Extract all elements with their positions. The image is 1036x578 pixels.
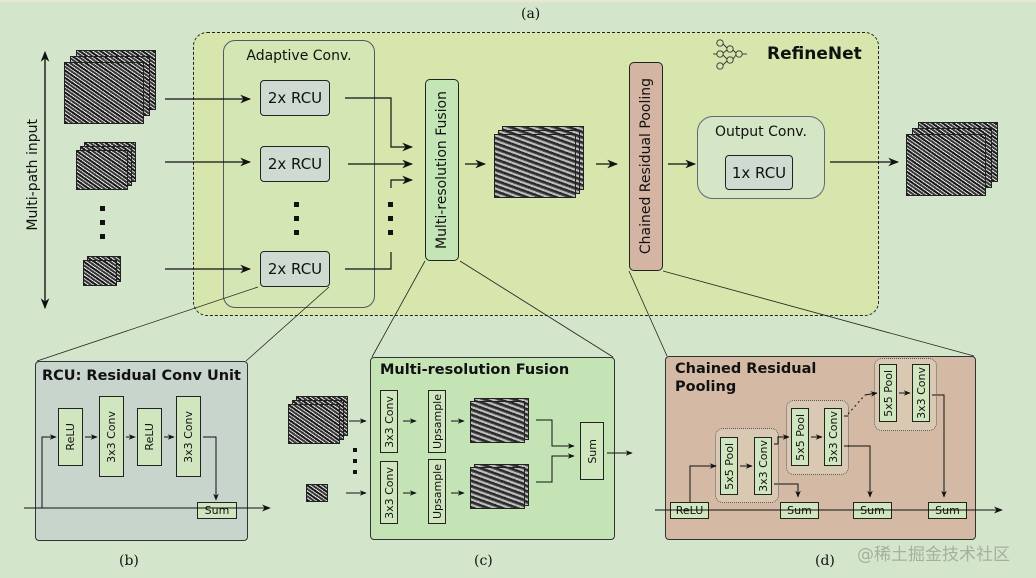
crp-pool-1: 5x5 Pool xyxy=(720,437,738,495)
refinenet-title: RefineNet xyxy=(767,44,862,64)
fusion-panel-title: Multi-resolution Fusion xyxy=(380,362,570,378)
crp-conv-3: 3x3 Conv xyxy=(912,364,930,422)
rcu-sum: Sum xyxy=(197,502,237,519)
watermark: @稀土掘金技术社区 xyxy=(857,545,1010,565)
fusion-panel-ellipsis xyxy=(353,448,357,474)
rcu-block-2: 2x RCU xyxy=(260,146,330,182)
crp-conv-2: 3x3 Conv xyxy=(824,408,842,466)
input-image-3 xyxy=(83,256,123,288)
rcu-block-1: 2x RCU xyxy=(260,80,330,116)
adaptive-conv-title: Adaptive Conv. xyxy=(246,48,352,64)
output-image xyxy=(906,122,1000,198)
adaptive-ellipsis xyxy=(294,202,299,235)
fusion-input-image-1 xyxy=(288,396,350,446)
crp-pool-3: 5x5 Pool xyxy=(879,364,897,422)
fusion-sum: Sum xyxy=(580,422,604,480)
output-conv-title: Output Conv. xyxy=(715,124,807,140)
fusion-upsample-2: Upsample xyxy=(428,459,446,524)
crp-conv-1: 3x3 Conv xyxy=(754,437,772,495)
caption-d: (d) xyxy=(815,553,835,569)
input-image-2 xyxy=(76,142,138,192)
rcu-block-output: 1x RCU xyxy=(725,155,793,190)
rcu-conv-2: 3x3 Conv xyxy=(176,396,201,477)
rcu-block-3: 2x RCU xyxy=(260,251,330,287)
fused-image xyxy=(494,126,586,198)
caption-a: (a) xyxy=(521,6,541,22)
rcu-relu-2: ReLU xyxy=(137,408,162,466)
fusion-upsample-1: Upsample xyxy=(428,390,446,453)
caption-c: (c) xyxy=(474,553,493,569)
fusion-upsampled-image-2 xyxy=(470,464,530,510)
fusion-upsampled-image-1 xyxy=(470,398,530,444)
rcu-panel-title: RCU: Residual Conv Unit xyxy=(42,368,241,384)
fusion-input-ellipsis xyxy=(388,202,393,235)
neural-network-icon xyxy=(713,39,747,70)
input-image-1 xyxy=(64,50,158,126)
fusion-conv-1: 3x3 Conv xyxy=(380,390,398,453)
multi-resolution-fusion-block: Multi-resolution Fusion xyxy=(425,79,459,261)
top-border xyxy=(0,0,1036,2)
crp-panel-title: Chained Residual Pooling xyxy=(675,361,817,395)
fusion-input-image-2 xyxy=(306,484,328,502)
chained-residual-pooling-block: Chained Residual Pooling xyxy=(629,62,663,271)
crp-pool-2: 5x5 Pool xyxy=(791,408,809,466)
input-ellipsis xyxy=(100,206,105,239)
rcu-relu-1: ReLU xyxy=(58,408,83,466)
rcu-conv-1: 3x3 Conv xyxy=(99,396,124,477)
fusion-conv-2: 3x3 Conv xyxy=(380,461,398,524)
caption-b: (b) xyxy=(119,553,139,569)
